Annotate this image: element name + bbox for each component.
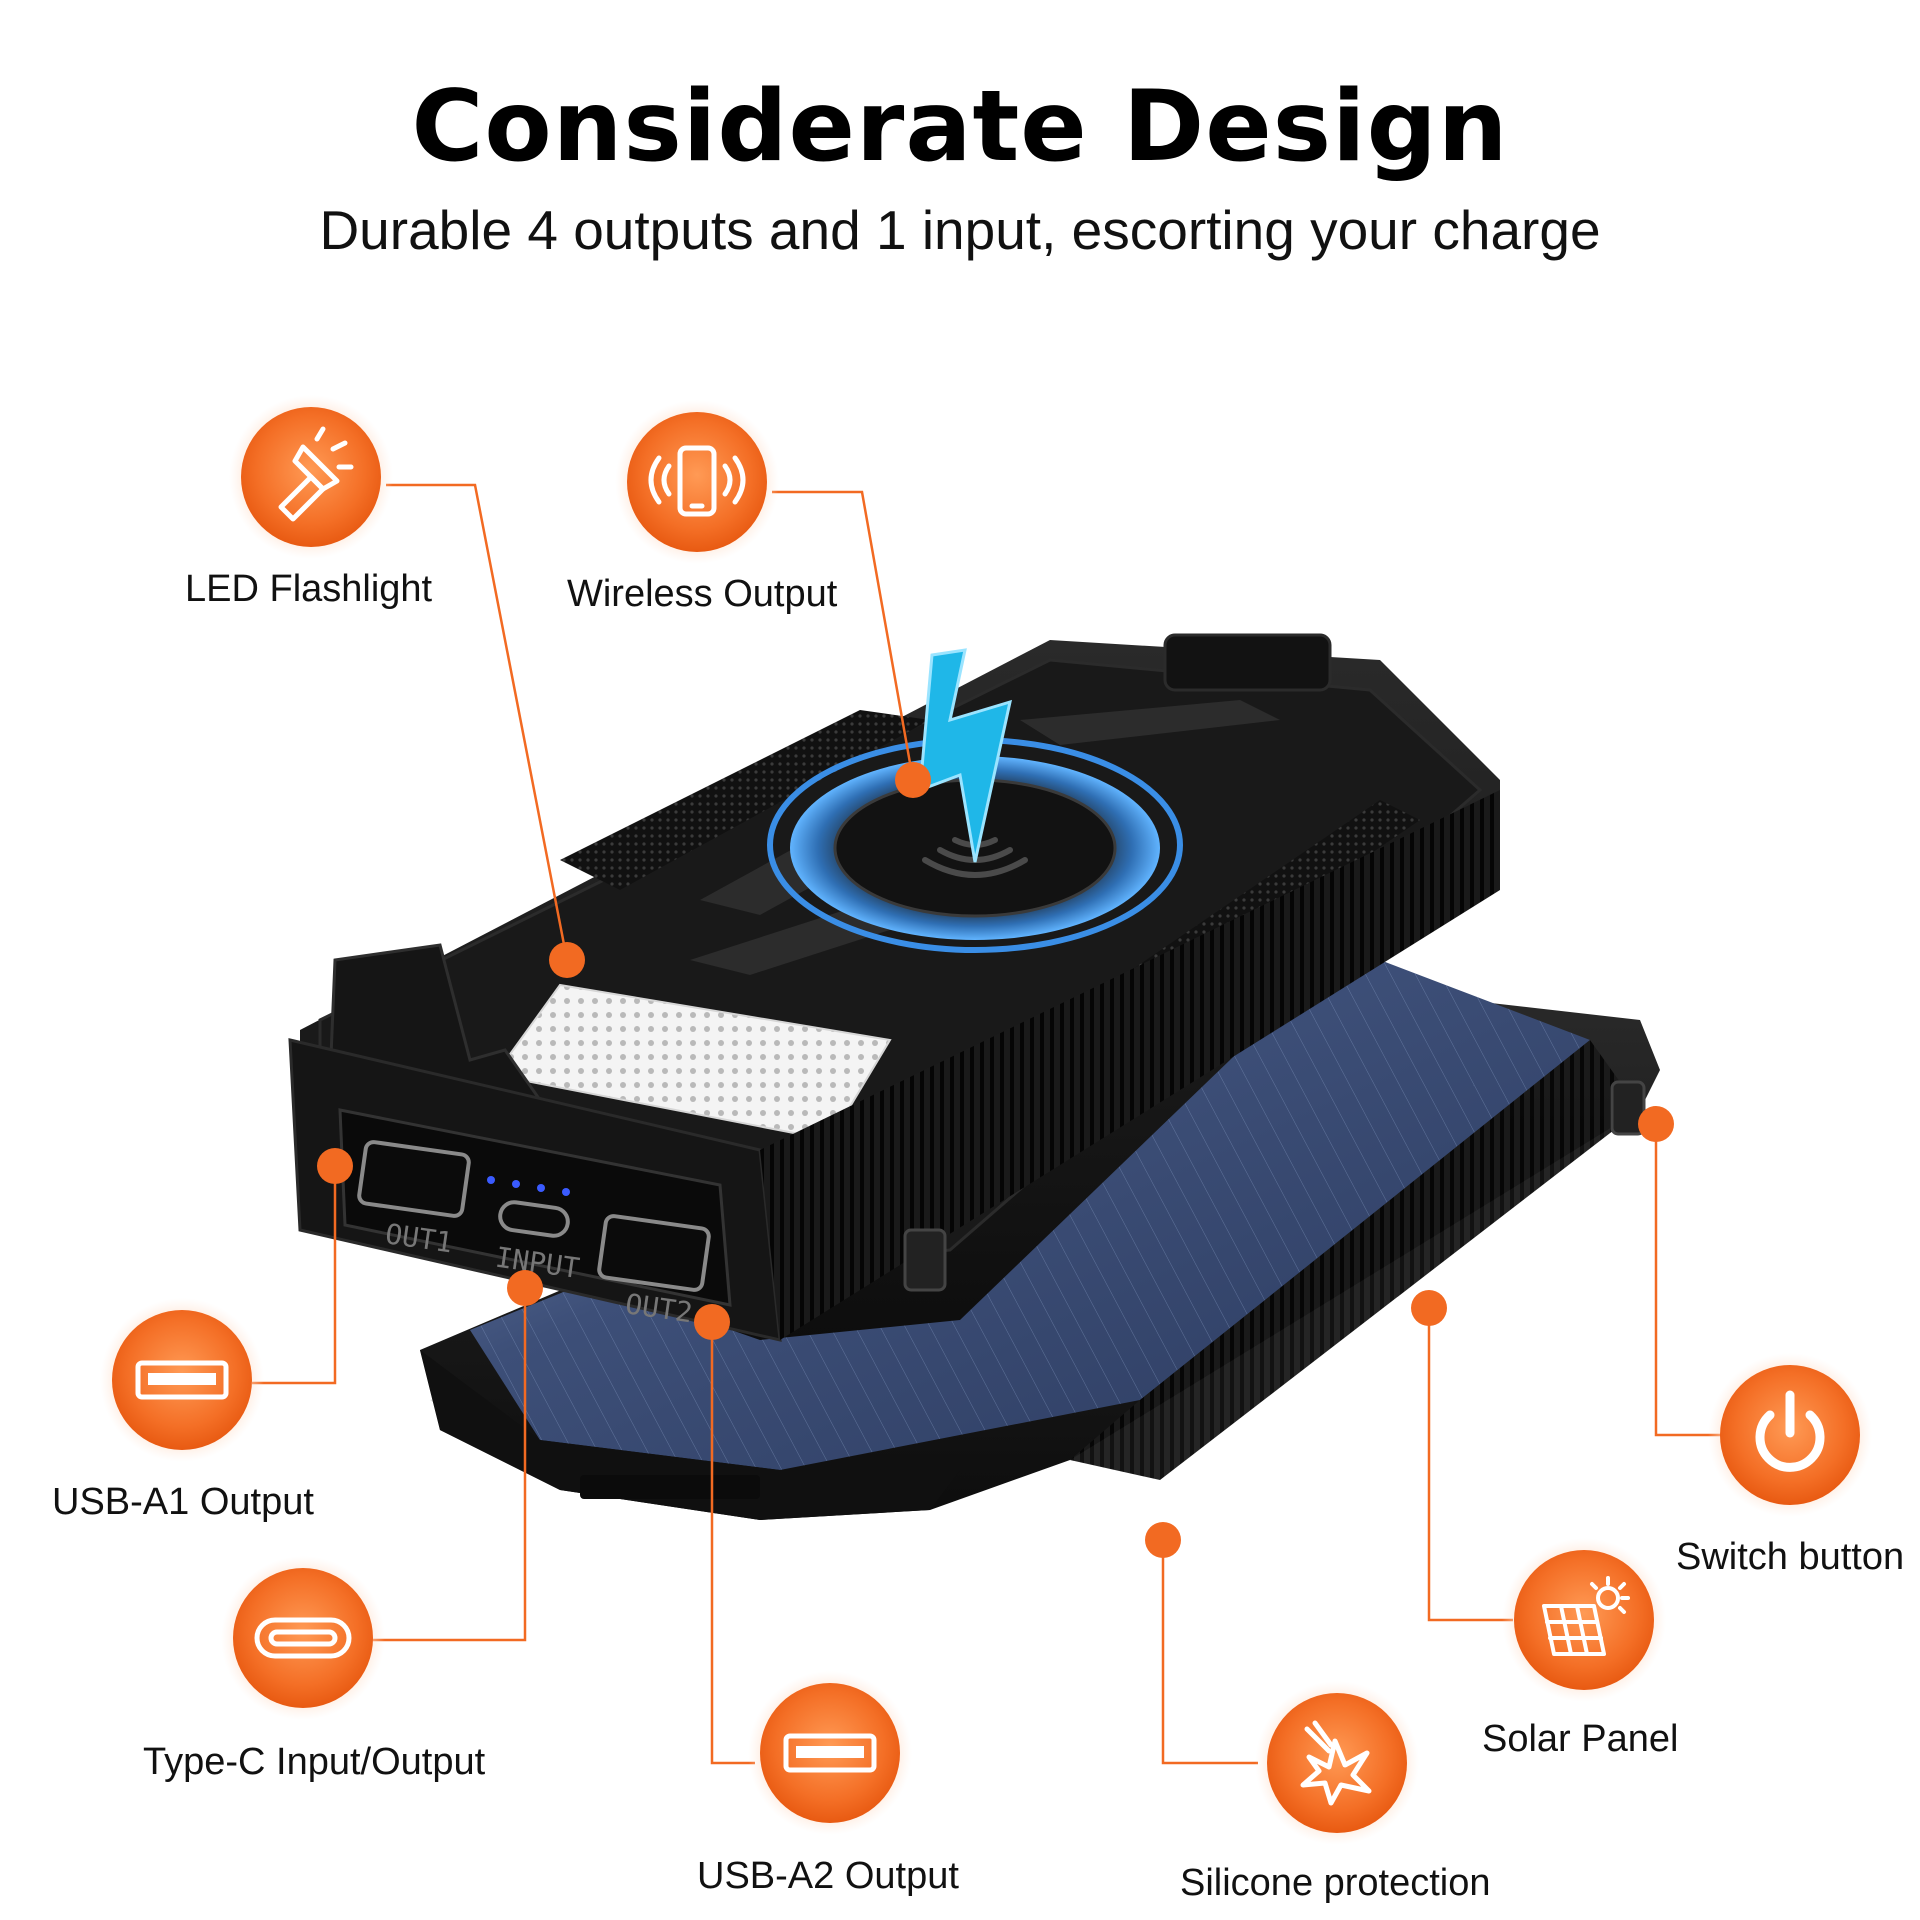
usb-a1-port xyxy=(357,1140,471,1218)
label-led-flashlight: LED Flashlight xyxy=(185,568,433,610)
usb-a2-port xyxy=(597,1214,711,1292)
feature-usb-a1-output xyxy=(100,1298,264,1462)
leader-line-solar-panel xyxy=(1427,1308,1513,1622)
solar-side-switch xyxy=(1610,1080,1646,1136)
leader-line-wireless-output xyxy=(772,490,915,781)
page-subtitle: Durable 4 outputs and 1 input, escorting… xyxy=(319,199,1601,261)
power-icon xyxy=(1755,1390,1825,1472)
leader-line-switch-button xyxy=(1654,1124,1722,1437)
leader-dots xyxy=(317,762,1674,1558)
side-switch xyxy=(903,1228,947,1292)
feature-solar-panel xyxy=(1502,1538,1666,1702)
dot-led-flashlight xyxy=(549,942,585,978)
speaker-grill-left xyxy=(560,710,930,890)
indicator-led xyxy=(537,1184,545,1192)
leader-line-type-c xyxy=(370,1288,527,1642)
power-bank-side-ribs xyxy=(760,790,1500,1340)
dot-switch-button xyxy=(1638,1106,1674,1142)
usb-a-port-icon xyxy=(783,1733,877,1773)
indicator-led xyxy=(562,1188,570,1196)
dot-wireless-output xyxy=(895,762,931,798)
dot-solar-panel xyxy=(1411,1290,1447,1326)
leader-lines xyxy=(252,483,1722,1765)
label-usb-a2-output: USB-A2 Output xyxy=(697,1855,959,1897)
label-solar-panel: Solar Panel xyxy=(1482,1718,1679,1760)
impact-icon xyxy=(1300,1720,1372,1806)
usb-a-port-icon xyxy=(135,1360,229,1400)
usb-c-port-icon xyxy=(254,1617,352,1659)
top-hook xyxy=(1163,633,1332,692)
label-silicone-protection: Silicone protection xyxy=(1180,1862,1491,1904)
feature-switch-button xyxy=(1708,1353,1872,1517)
leader-line-usb-a2 xyxy=(710,1322,755,1765)
leader-line-led-flashlight xyxy=(386,483,569,961)
power-bank-unit: OUT1 INPUT OUT2 xyxy=(288,633,1646,1342)
dot-usb-a2 xyxy=(694,1304,730,1340)
feature-usb-a2-output xyxy=(748,1671,912,1835)
feature-icons xyxy=(100,395,1872,1845)
phone-wireless-icon xyxy=(648,445,746,517)
solar-side-ribs xyxy=(1070,1040,1640,1480)
dot-silicone xyxy=(1145,1522,1181,1558)
usb-c-port xyxy=(498,1200,570,1238)
page-title: Considerate Design xyxy=(411,70,1509,184)
leader-line-usb-a1 xyxy=(252,1166,337,1385)
label-type-c-io: Type-C Input/Output xyxy=(143,1741,486,1783)
dot-usb-a1 xyxy=(317,1148,353,1184)
feature-wireless-output xyxy=(615,400,779,564)
dot-type-c xyxy=(507,1270,543,1306)
indicator-leds xyxy=(487,1176,570,1196)
solar-clip-slot xyxy=(580,1475,760,1499)
leader-line-silicone xyxy=(1161,1540,1258,1765)
indicator-led xyxy=(487,1176,495,1184)
flashlight-icon xyxy=(278,426,354,522)
indicator-led xyxy=(512,1180,520,1188)
feature-led-flashlight xyxy=(229,395,393,559)
label-switch-button: Switch button xyxy=(1676,1536,1905,1578)
top-rail-3 xyxy=(1020,700,1280,745)
feature-silicone-protection xyxy=(1255,1681,1419,1845)
feature-type-c-io xyxy=(221,1556,385,1720)
label-wireless-output: Wireless Output xyxy=(567,573,838,615)
solar-front-edge xyxy=(420,1350,960,1520)
solar-panel-icon xyxy=(1542,1576,1630,1656)
label-usb-a1-output: USB-A1 Output xyxy=(52,1481,314,1523)
